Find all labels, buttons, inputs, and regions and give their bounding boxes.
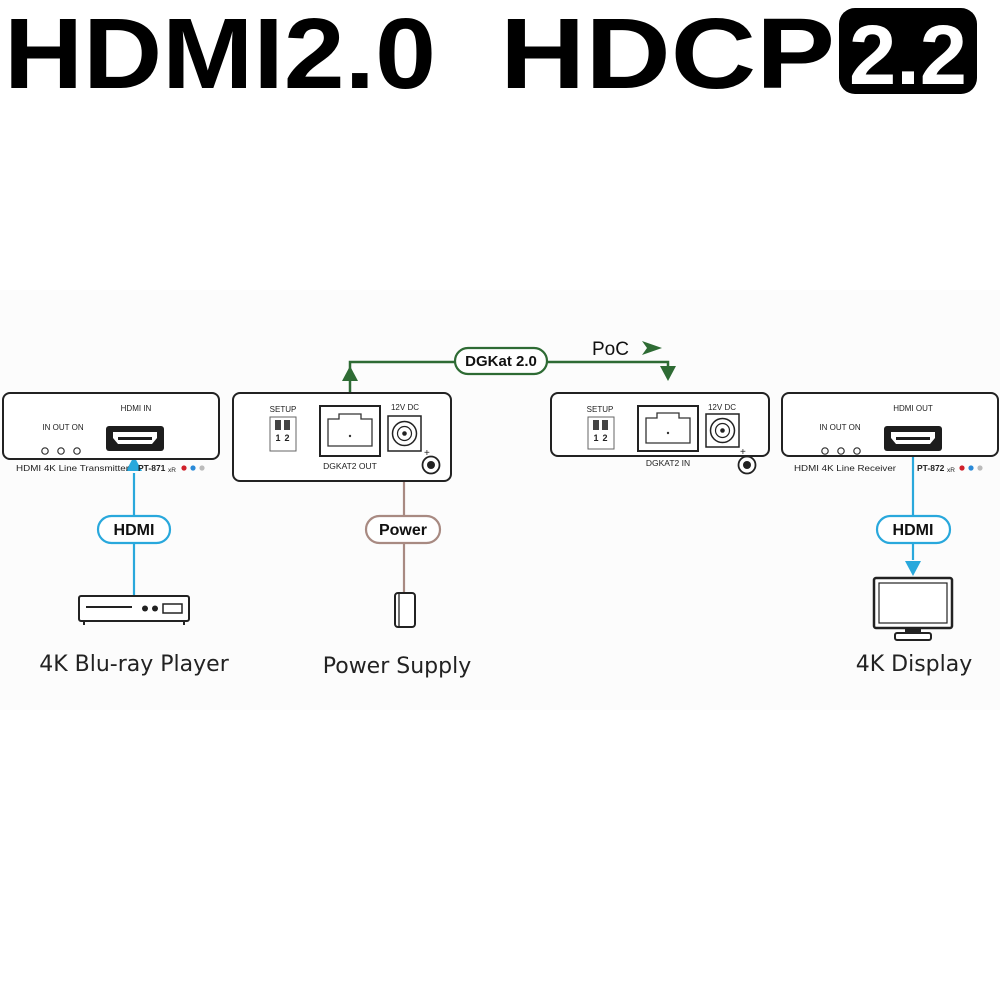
hdmi-in-label-pill bbox=[96, 514, 172, 545]
dgkat-link: DGKat 2.0 PoC bbox=[342, 339, 676, 408]
dgkat-label: DGKat 2.0 bbox=[465, 353, 537, 370]
hdcp-version-badge bbox=[839, 8, 977, 94]
rx-red-dot-icon bbox=[959, 465, 965, 471]
tx-blue-dot-icon bbox=[190, 465, 196, 471]
hdmi-out-label: HDMI bbox=[893, 522, 934, 539]
rx-leds-label: IN OUT ON bbox=[819, 423, 860, 432]
tx-dc-label: 12V DC bbox=[391, 403, 419, 412]
rx-device-name: HDMI 4K Line Receiver bbox=[794, 463, 896, 473]
rx-gray-dot-icon bbox=[977, 465, 983, 471]
tx-model-suffix: xR bbox=[168, 467, 176, 474]
tx-on-led-icon bbox=[73, 447, 81, 455]
svg-text:1: 1 bbox=[593, 433, 598, 443]
dip-switch-icon: 1 2 bbox=[269, 416, 297, 452]
rx-on-led-icon bbox=[853, 447, 861, 455]
rx-dc-label: 12V DC bbox=[708, 403, 736, 412]
hdmi-port-icon bbox=[106, 426, 164, 451]
display-caption: 4K Display bbox=[856, 652, 973, 677]
dc-jack-icon bbox=[705, 413, 740, 448]
transmitter-rear-panel: SETUP 1 2 DGKAT2 OUT 12V DC + bbox=[232, 392, 452, 482]
rj45-port-icon bbox=[637, 405, 699, 452]
poc-label: PoC bbox=[592, 339, 629, 360]
power-supply-caption: Power Supply bbox=[323, 654, 471, 679]
dgkat-label-pill bbox=[453, 346, 549, 376]
rx-blue-dot-icon bbox=[968, 465, 974, 471]
rx-out-led-icon bbox=[837, 447, 845, 455]
ground-screw-icon bbox=[737, 455, 757, 475]
tx-model: PT-871 bbox=[138, 463, 166, 473]
rx-plus-icon: + bbox=[740, 447, 746, 458]
power-label-pill bbox=[364, 514, 442, 545]
connection-diagram: DGKat 2.0 PoC HDMI Power HDMI HDMI IN IN… bbox=[0, 290, 1000, 710]
title-banner: HDMI2.0 HDCP 2.2 bbox=[4, 0, 977, 110]
tx-hdmi-in-port-label: HDMI IN bbox=[121, 404, 152, 413]
power-label: Power bbox=[379, 522, 427, 539]
tx-out-led-icon bbox=[57, 447, 65, 455]
rx-hdmi-out-port-label: HDMI OUT bbox=[893, 404, 933, 413]
tx-dgkat-out-label: DGKAT2 OUT bbox=[323, 461, 377, 471]
hdmi-port-icon bbox=[884, 426, 942, 451]
receiver-rear-panel: SETUP 1 2 DGKAT2 IN 12V DC + bbox=[550, 392, 770, 475]
hdmi-in-label: HDMI bbox=[114, 522, 155, 539]
hdcp-title: HDCP bbox=[500, 0, 835, 110]
svg-text:1: 1 bbox=[275, 433, 280, 443]
receiver-front-panel: HDMI OUT IN OUT ON HDMI 4K Line Receiver… bbox=[781, 392, 999, 474]
rx-setup-label: SETUP bbox=[587, 405, 614, 414]
svg-text:2: 2 bbox=[284, 433, 289, 443]
tx-leds-label: IN OUT ON bbox=[42, 423, 83, 432]
blu-ray-caption: 4K Blu-ray Player bbox=[39, 652, 229, 677]
link-arrow-down-icon bbox=[660, 366, 676, 381]
hdmi-version-title: HDMI2.0 bbox=[4, 0, 436, 110]
rj45-port-icon bbox=[319, 405, 381, 457]
ground-screw-icon bbox=[421, 455, 441, 475]
hdcp-version-number: 2.2 bbox=[849, 8, 967, 102]
power-supply-icon bbox=[394, 592, 416, 628]
rx-in-led-icon bbox=[821, 447, 829, 455]
tx-device-name: HDMI 4K Line Transmitter bbox=[16, 463, 129, 473]
tx-in-led-icon bbox=[41, 447, 49, 455]
rx-dgkat-in-label: DGKAT2 IN bbox=[646, 458, 690, 468]
svg-text:2: 2 bbox=[602, 433, 607, 443]
blu-ray-player-icon bbox=[78, 595, 190, 625]
hdmi-in-arrow-up-icon bbox=[126, 456, 142, 471]
transmitter-front-panel: HDMI IN IN OUT ON HDMI 4K Line Transmitt… bbox=[2, 392, 220, 474]
tx-red-dot-icon bbox=[181, 465, 187, 471]
tx-setup-label: SETUP bbox=[270, 405, 297, 414]
dc-jack-icon bbox=[387, 415, 422, 452]
hdmi-out-label-pill bbox=[875, 514, 952, 545]
rx-model: PT-872 bbox=[917, 463, 945, 473]
dip-switch-icon: 1 2 bbox=[587, 416, 615, 450]
display-monitor-icon bbox=[872, 576, 954, 641]
hdmi-out-arrow-down-icon bbox=[905, 561, 921, 576]
hdmi-output-cable: HDMI bbox=[875, 457, 952, 576]
tx-plus-icon: + bbox=[424, 448, 430, 459]
link-arrow-up-icon bbox=[342, 366, 358, 381]
rx-model-suffix: xR bbox=[947, 467, 955, 474]
hdmi-input-cable: HDMI bbox=[96, 456, 172, 596]
poc-arrow-icon bbox=[642, 341, 662, 355]
tx-gray-dot-icon bbox=[199, 465, 205, 471]
